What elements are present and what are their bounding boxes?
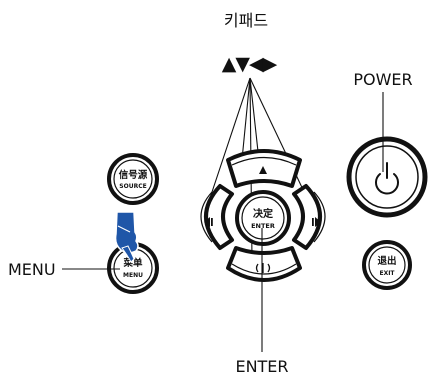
down-button[interactable] xyxy=(226,246,302,282)
source-button-label-cn: 信号源 xyxy=(119,169,148,181)
right-button[interactable] xyxy=(292,184,326,250)
source-button[interactable]: 信号源 SOURCE xyxy=(107,153,159,205)
arrow-keys-label: ▲▼◀▶ xyxy=(222,53,278,75)
enter-button-label-en: ENTER xyxy=(251,222,275,230)
power-icon xyxy=(375,162,399,195)
up-triangle-icon xyxy=(259,166,267,174)
exit-button-label-cn: 退出 xyxy=(377,255,396,267)
left-button[interactable] xyxy=(200,184,234,250)
exit-button-label-en: EXIT xyxy=(379,270,395,277)
source-button-label-en: SOURCE xyxy=(119,183,146,190)
keypad-label: 키패드 xyxy=(224,11,268,30)
pointing-hand-icon xyxy=(114,211,139,263)
power-button[interactable] xyxy=(346,136,428,218)
up-button[interactable] xyxy=(226,149,302,188)
menu-button-label-cn: 菜单 xyxy=(122,257,143,269)
menu-button-label-en: MENU xyxy=(123,272,143,279)
menu-label: MENU xyxy=(8,260,56,279)
down-arrow-icon xyxy=(255,263,271,273)
enter-label: ENTER xyxy=(235,357,288,376)
power-label: POWER xyxy=(353,70,412,89)
direction-pad xyxy=(200,149,326,282)
exit-button[interactable]: 退出 EXIT xyxy=(362,240,412,290)
enter-button[interactable]: 决定 ENTER xyxy=(235,190,291,246)
enter-button-label-cn: 决定 xyxy=(253,207,273,220)
left-arrow-icon xyxy=(204,217,213,227)
right-arrow-icon xyxy=(312,217,321,227)
